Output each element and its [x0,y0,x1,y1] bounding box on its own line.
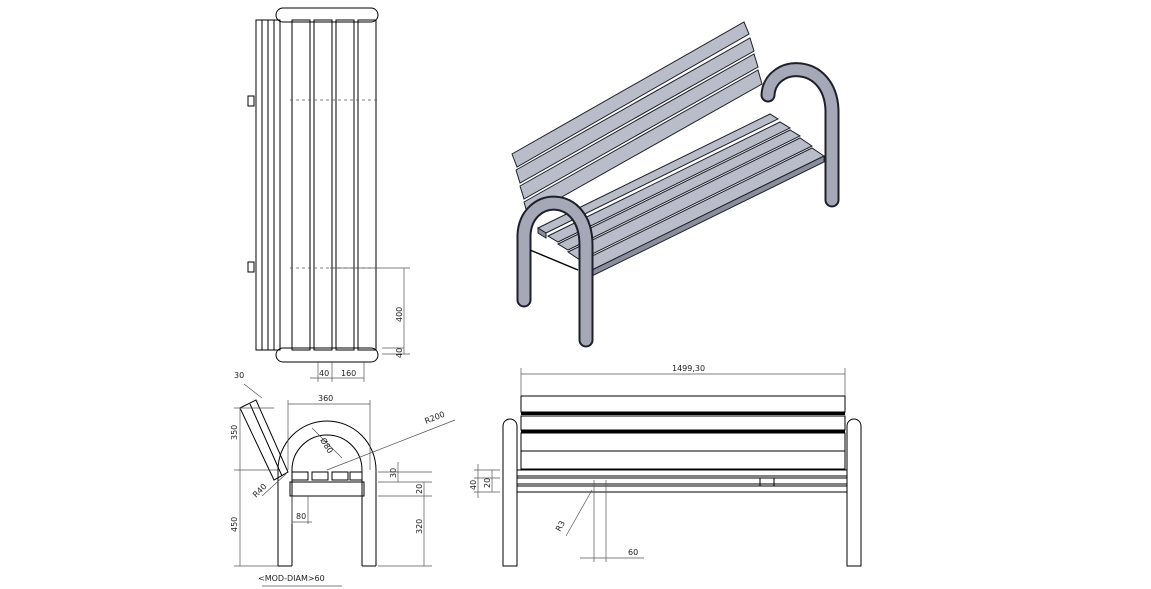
dim-40-horizontal: 40 [319,369,329,378]
side-seat-slat [331,471,349,481]
backrest-slat [511,21,750,168]
top-bracket [247,261,255,273]
front-seat [516,469,848,477]
dim-30-backrest: 30 [234,371,244,380]
top-backrest-slat [261,19,269,351]
dim-diameter-80: Ø80 [318,436,335,455]
front-view: 1499,30 40 20 R3 60 [469,364,862,567]
backrest-slat [515,37,755,184]
front-slat-gap [521,412,845,415]
dim-R40: R40 [251,482,269,500]
front-slat-gap [521,430,845,433]
front-back-slat [520,415,846,431]
front-bracket [759,477,775,487]
top-seat-slat [335,19,355,351]
top-seat-slat [291,19,311,351]
front-leg-left [502,418,518,567]
dim-width: 1499,30 [672,364,705,373]
dim-leader-r3 [565,489,593,537]
side-backrest-line [249,403,283,477]
top-seat-slat [313,19,333,351]
seat-slat [546,121,792,243]
near-leg-frame-shade [518,197,592,346]
front-leg-right [846,418,862,567]
front-seat-support [516,485,848,493]
dim-80: 80 [296,512,306,521]
side-seat-slat [311,471,329,481]
side-backrest [239,399,289,481]
top-view: 400 40 40 160 [247,7,410,382]
side-seat-slat [349,471,363,481]
dim-leader-diameter [311,427,343,459]
dim-R200: R200 [423,410,446,426]
top-bracket [247,95,255,107]
top-seat-slat [357,19,377,351]
side-arch-inner [291,434,363,566]
dim-leader-r200 [326,419,456,471]
seat-slat [556,129,802,251]
dim-360: 360 [318,394,333,403]
side-seat-slat [291,471,309,481]
dim-40-vertical: 40 [395,348,404,358]
dim-400: 400 [395,307,404,322]
dim-leader-r40 [261,473,287,497]
side-seat-support [289,481,365,497]
dim-40-front: 40 [469,480,478,490]
dim-60: 60 [628,548,638,557]
dim-160: 160 [341,369,356,378]
front-back-slat [520,432,846,452]
seat-slat-edge [537,227,547,239]
isometric-view [511,21,840,348]
backrest-slat [519,53,759,200]
top-armrest-bottom [275,347,379,363]
dim-350: 350 [230,425,239,440]
dim-20-seat: 20 [415,484,424,494]
top-backrest-slat [267,19,275,351]
top-backrest-slat [255,19,263,351]
dim-320: 320 [415,519,424,534]
dim-R3: R3 [554,519,567,533]
dim-30-seat: 30 [389,468,398,478]
front-seat [516,477,848,485]
dim-mod-diam: <MOD-DIAM>60 [258,574,325,583]
side-view: 30 360 R200 Ø80 R40 350 450 [230,371,456,587]
dim-20-front: 20 [483,478,492,488]
top-armrest-top [275,7,379,23]
far-leg-frame-shade [762,64,838,206]
top-backrest-slat [273,19,281,351]
dim-extension [243,383,263,399]
near-frame-brace [529,249,579,271]
front-back-slat [520,450,846,470]
front-back-slat [520,395,846,413]
dim-450: 450 [230,517,239,532]
seat-slat [567,137,813,261]
